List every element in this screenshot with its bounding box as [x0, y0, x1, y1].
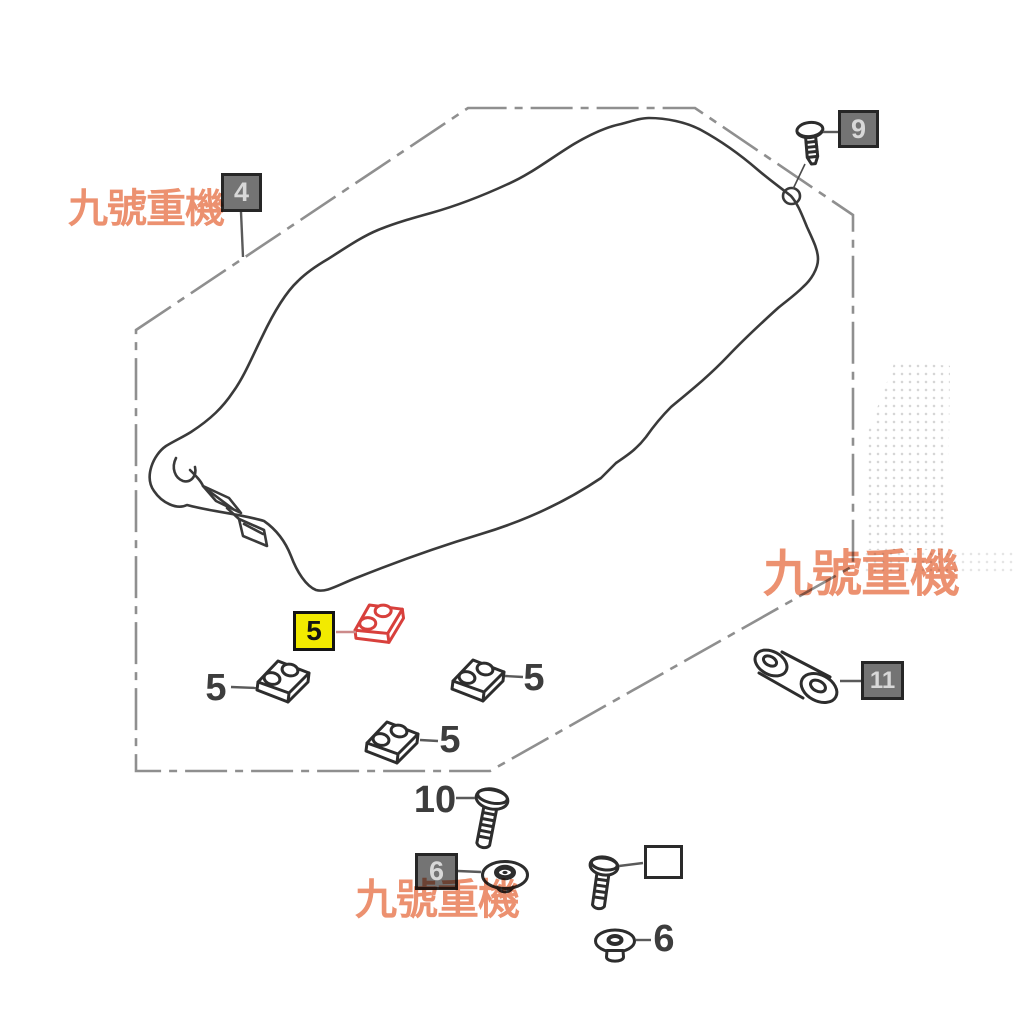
rubber-mount-right[interactable]	[450, 658, 506, 703]
label-10: 10	[413, 779, 457, 821]
rubber-mount-bottom[interactable]	[364, 720, 420, 765]
seat-outline	[148, 116, 820, 592]
leader-4	[239, 211, 245, 258]
tag-6[interactable]: 6	[415, 853, 458, 890]
leader-6-box	[457, 869, 482, 874]
rubber-mount-left[interactable]	[255, 659, 311, 704]
leader-5-right	[504, 674, 524, 679]
boundary-box	[134, 106, 855, 773]
tag-empty-square[interactable]	[644, 845, 683, 879]
label-5-left: 5	[205, 667, 227, 709]
screw-9[interactable]	[792, 120, 826, 190]
watermark-bottom-center: 九號重機	[355, 876, 520, 923]
grommet-screw-6[interactable]	[594, 928, 636, 963]
leader-square	[618, 861, 644, 868]
tag-9[interactable]: 9	[838, 110, 879, 148]
leader-5-bottom	[419, 738, 439, 743]
flange-bolt-square[interactable]	[584, 855, 620, 911]
watermark-top-left: 九號重機	[68, 187, 225, 231]
flange-bolt-10[interactable]	[467, 786, 510, 850]
label-5-right: 5	[523, 657, 545, 699]
label-6-bottom: 6	[653, 918, 675, 960]
strap-bracket-11[interactable]	[751, 645, 842, 709]
halftone-texture-small	[863, 550, 1013, 574]
washer-grommet-6[interactable]	[481, 860, 529, 894]
watermark-middle-right: 九號重機	[763, 546, 960, 602]
leader-5-left	[230, 685, 257, 690]
tag-5-highlighted[interactable]: 5	[293, 611, 335, 651]
tag-11[interactable]: 11	[861, 661, 904, 700]
seat-nose-latch-detail	[172, 456, 269, 548]
seat-grommet	[781, 186, 802, 206]
tag-4[interactable]: 4	[221, 173, 262, 212]
label-5-bottom: 5	[439, 719, 461, 761]
rubber-mount-highlighted[interactable]	[347, 596, 411, 652]
